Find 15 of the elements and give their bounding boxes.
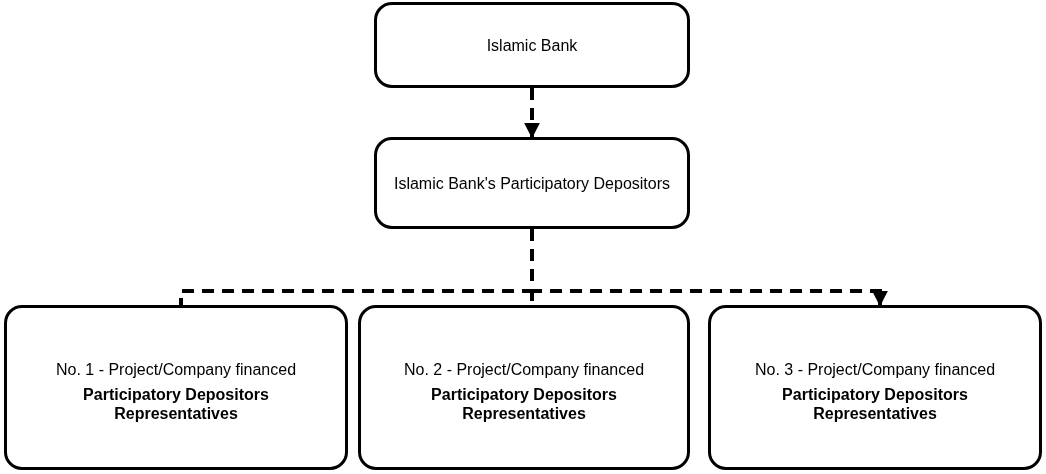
box-subtitle: Participatory Depositors Representatives — [430, 385, 618, 423]
rounded-box — [374, 137, 690, 229]
box-title: No. 3 - Project/Company financed — [754, 360, 996, 379]
box-subtitle: Participatory Depositors Representatives — [781, 385, 969, 423]
box-title: No. 2 - Project/Company financed — [403, 360, 645, 379]
dashed-arrow — [530, 229, 888, 307]
rounded-box — [4, 305, 348, 470]
rounded-box — [358, 305, 690, 470]
box-title: No. 1 - Project/Company financed — [55, 360, 297, 379]
box-title: Islamic Bank's Participatory Depositors — [393, 173, 670, 193]
rounded-box — [374, 2, 690, 88]
rounded-box — [708, 305, 1042, 470]
dashed-arrow — [524, 88, 540, 139]
box-title: Islamic Bank — [486, 35, 578, 55]
box-subtitle: Participatory Depositors Representatives — [82, 385, 270, 423]
